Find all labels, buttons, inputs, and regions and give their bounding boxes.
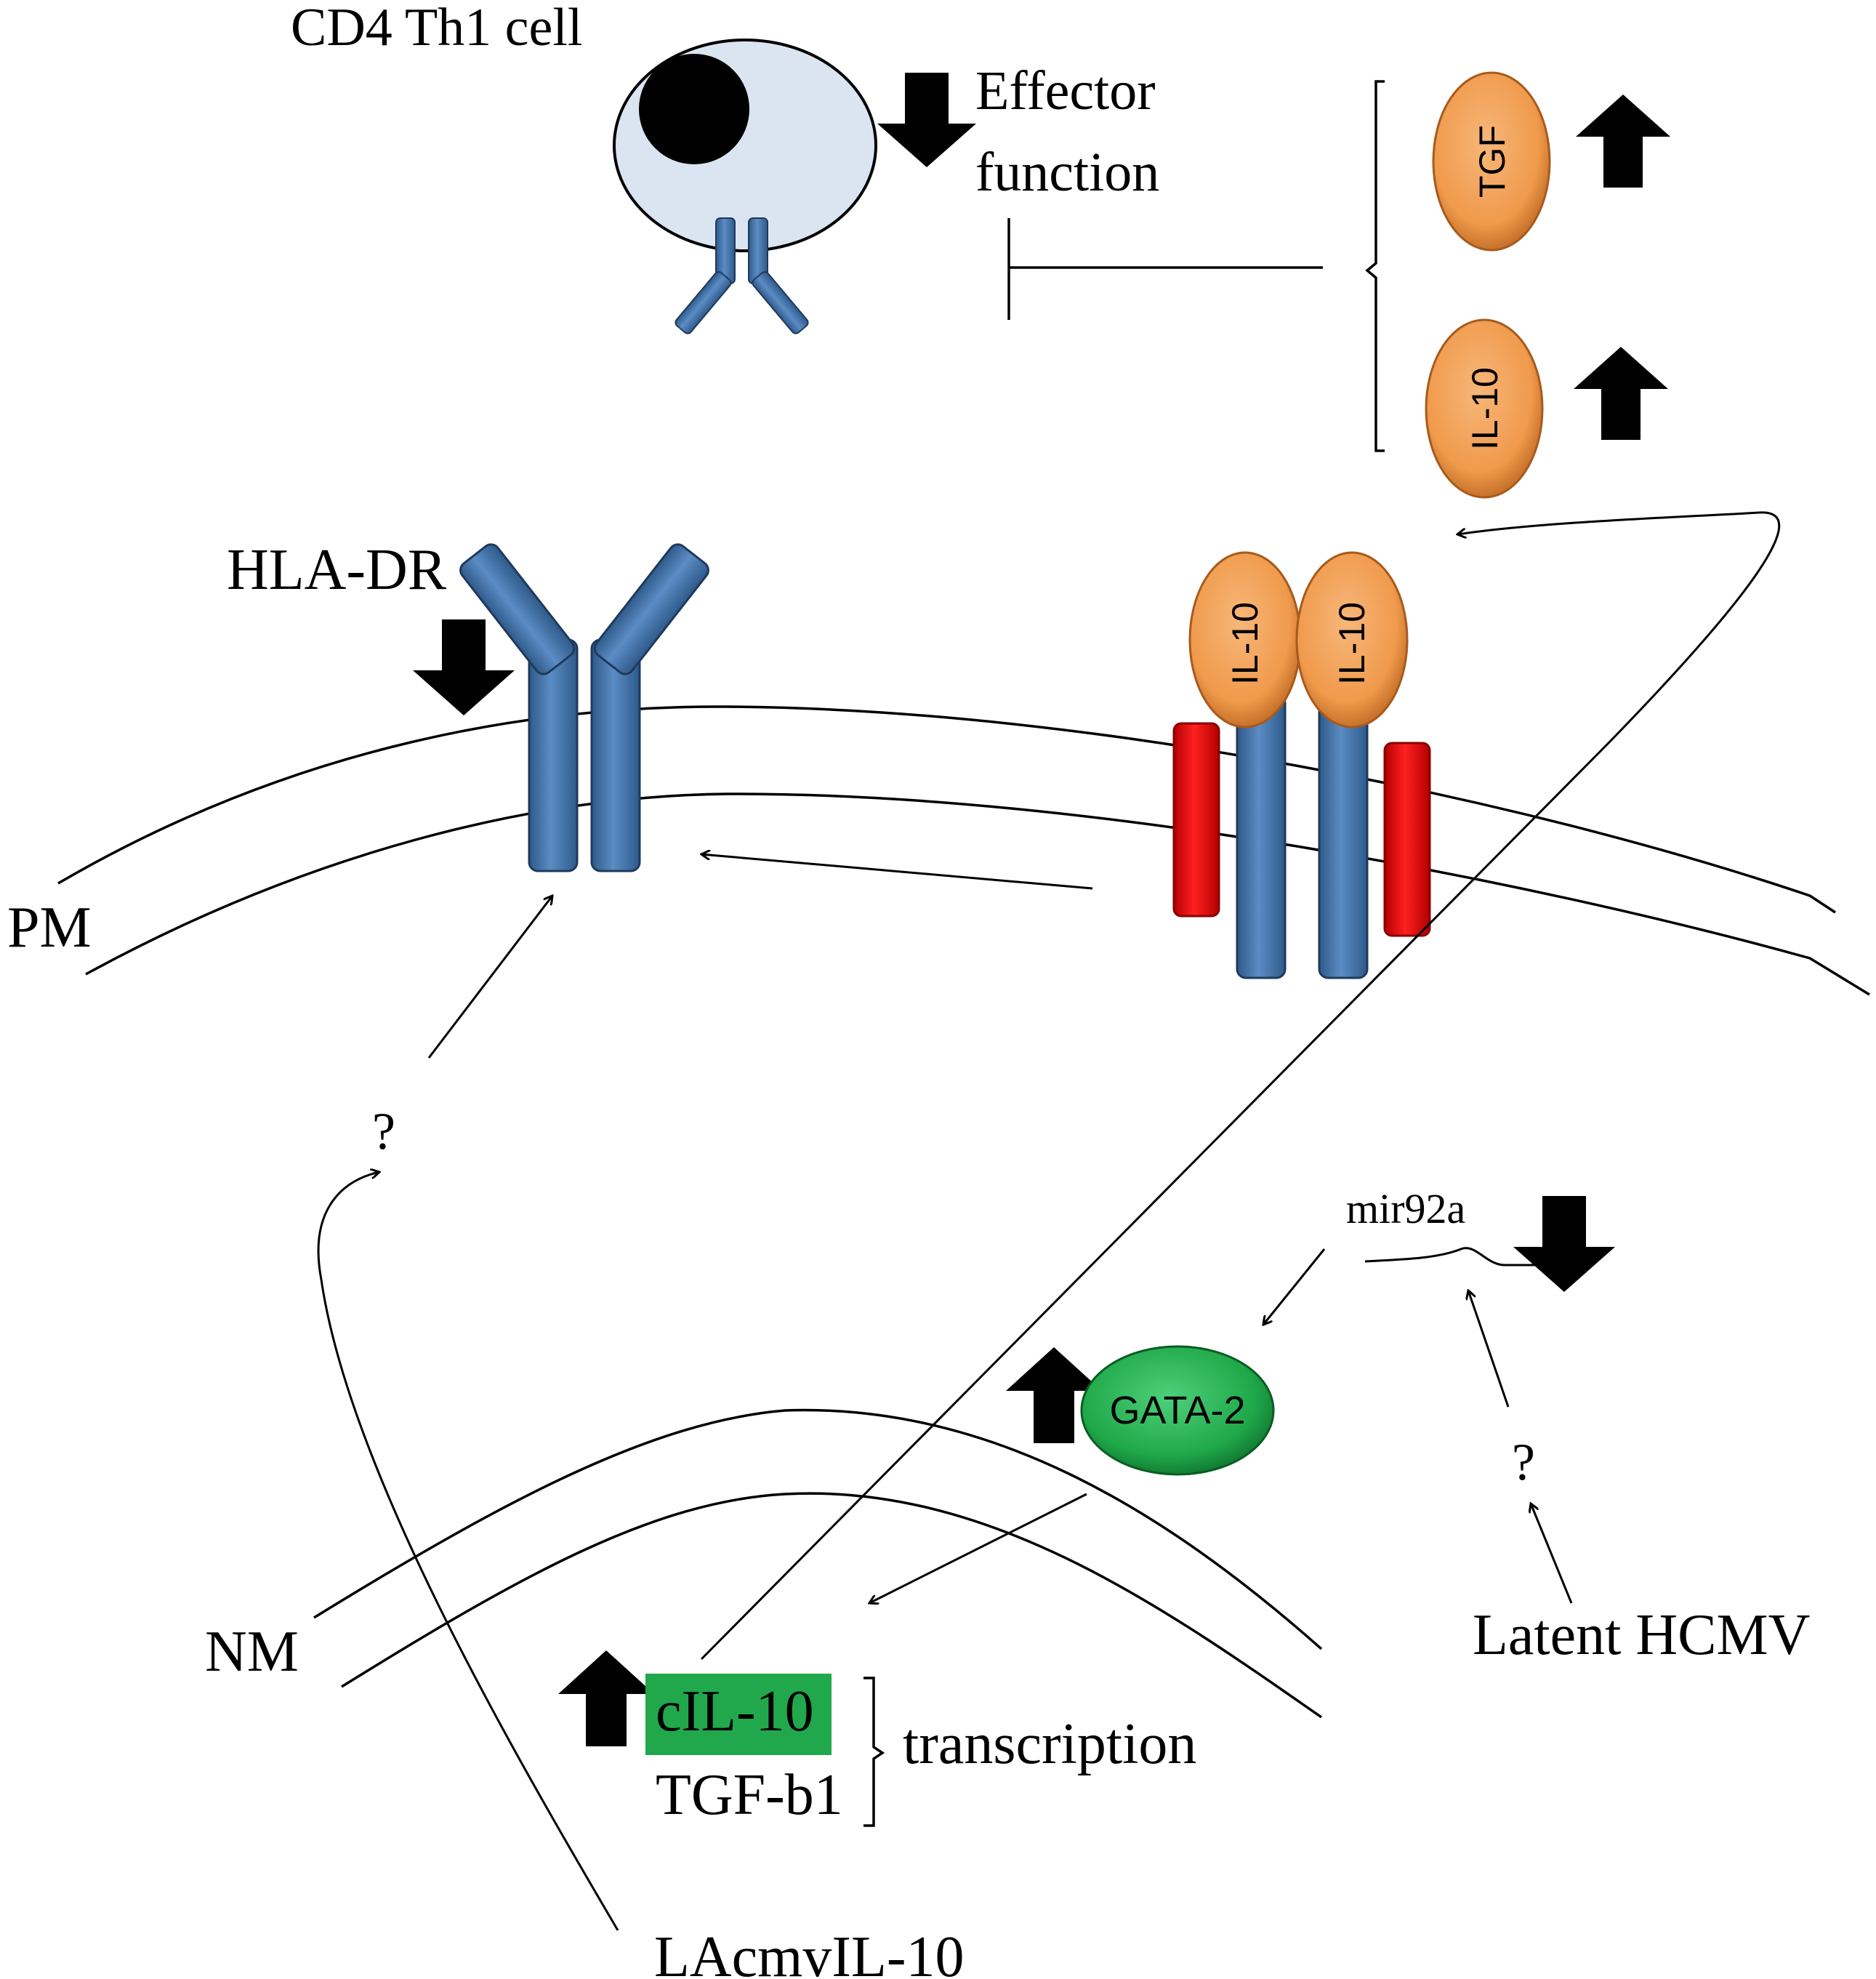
il10-receptor-complex: IL-10 IL-10 [1172, 551, 1431, 979]
question-to-hla-arrow [427, 896, 552, 1059]
block-up-arrow-icon [558, 1650, 654, 1746]
block-down-arrow-icon [877, 73, 976, 167]
receptor-il10-right-label: IL-10 [1332, 602, 1372, 685]
block-down-arrow-icon [1513, 1196, 1615, 1292]
block-down-arrow-icon [413, 619, 515, 715]
gata2-label: GATA-2 [1109, 1389, 1245, 1432]
cd4-cell-label: CD4 Th1 cell [291, 0, 582, 57]
gata2-factor: GATA-2 [1080, 1345, 1275, 1476]
effector-label-line1: Effector [975, 60, 1156, 121]
latent-hcmv-label: Latent HCMV [1473, 1603, 1810, 1667]
tgf-b1-label: TGF-b1 [656, 1763, 843, 1827]
inhibition-bar-icon [1007, 218, 1323, 320]
pm-label: PM [7, 896, 92, 960]
nucleus [639, 54, 749, 164]
mir92a-to-gata2-arrow [1263, 1248, 1326, 1325]
il10-top-label: IL-10 [1465, 367, 1505, 450]
hla-dr-label: HLA-DR [227, 538, 447, 602]
mir92a-label: mir92a [1346, 1185, 1465, 1232]
cil10-label: cIL-10 [656, 1679, 814, 1743]
cd4-th1-cell [613, 39, 877, 334]
transcription-bracket [863, 1677, 885, 1827]
tgf-label: TGF [1472, 125, 1513, 198]
receptor-to-hla-arrow [701, 854, 1093, 890]
block-up-arrow-icon [1576, 95, 1670, 188]
nuclear-membrane [313, 1408, 1323, 1719]
transcription-label: transcription [903, 1712, 1196, 1776]
cytokine-bracket [1365, 80, 1385, 452]
question-to-mir92a-arrow [1468, 1290, 1510, 1408]
mir92a-strand [1364, 1247, 1550, 1267]
il10-cytokine-top: IL-10 [1425, 318, 1544, 499]
cil10-secretion-arrow [700, 511, 1781, 1661]
gata2-to-cil10-arrow [869, 1493, 1087, 1603]
receptor-il10-left-label: IL-10 [1225, 602, 1265, 685]
effector-label-line2: function [975, 142, 1159, 203]
nm-label: NM [205, 1620, 299, 1684]
hcmv-to-question-arrow [1531, 1504, 1573, 1604]
tgf-cytokine: TGF [1432, 71, 1551, 252]
cil10-highlight [645, 1674, 832, 1755]
block-up-arrow-icon [1574, 347, 1668, 440]
lacmvil10-to-question-arrow [317, 1172, 619, 1931]
question-left-label: ? [372, 1102, 395, 1160]
hla-dr-receptor [459, 543, 709, 872]
question-right-label: ? [1512, 1433, 1535, 1491]
plasma-membrane [57, 705, 1870, 996]
tcr-receptor [675, 217, 809, 334]
block-up-arrow-icon [1006, 1347, 1102, 1443]
lacmvil10-label: LAcmvIL-10 [654, 1925, 965, 1979]
